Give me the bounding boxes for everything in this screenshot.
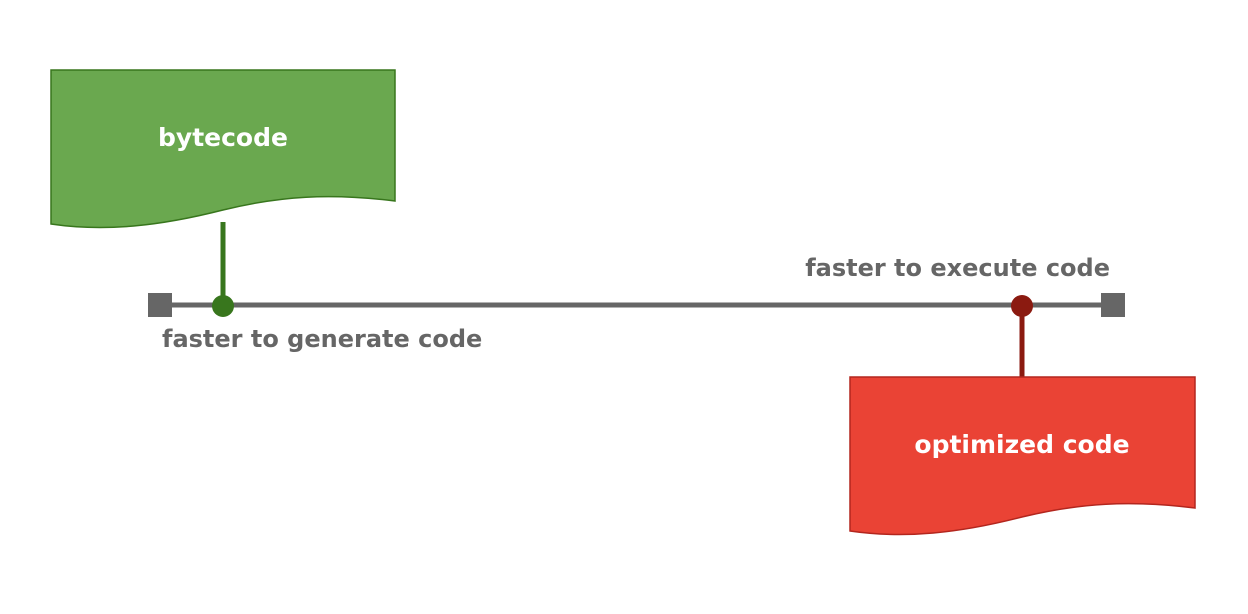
bytecode-document bbox=[50, 69, 396, 229]
axis-label-left: faster to generate code bbox=[162, 325, 482, 353]
axis-right-endpoint bbox=[1101, 293, 1125, 317]
bytecode-label: bytecode bbox=[158, 123, 288, 152]
axis-label-right: faster to execute code bbox=[805, 254, 1110, 282]
bytecode-marker bbox=[212, 295, 234, 317]
optimized-code-document bbox=[849, 376, 1196, 536]
axis-left-endpoint bbox=[148, 293, 172, 317]
optimized-code-marker bbox=[1011, 295, 1033, 317]
optimized-code-label: optimized code bbox=[914, 430, 1129, 459]
